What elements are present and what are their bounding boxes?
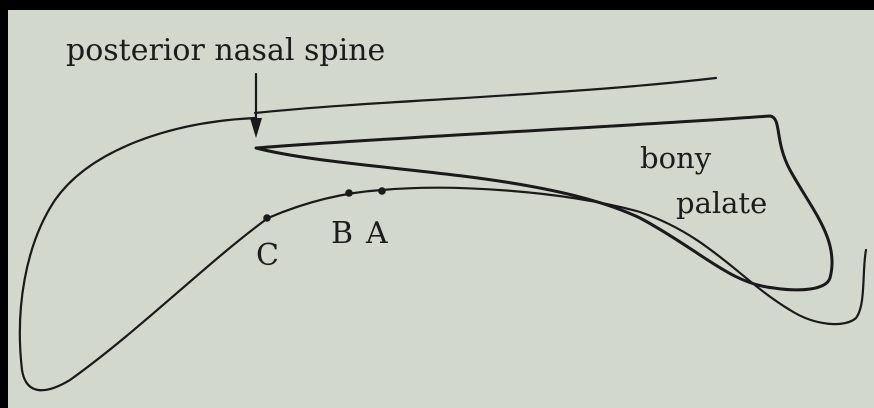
pointer-arrowhead bbox=[250, 118, 262, 138]
point-b-label: B bbox=[331, 216, 353, 251]
point-c-label: C bbox=[256, 238, 279, 273]
bony-label: bony bbox=[640, 141, 712, 175]
palate-label: palate bbox=[676, 186, 767, 220]
posterior-nasal-spine-label: posterior nasal spine bbox=[66, 33, 385, 68]
soft-palate-outline bbox=[20, 118, 866, 390]
nasal-floor-line bbox=[255, 78, 716, 113]
point-a-marker bbox=[378, 187, 386, 195]
point-b-marker bbox=[345, 189, 353, 197]
point-a-label: A bbox=[365, 216, 388, 251]
point-c-marker bbox=[263, 214, 271, 222]
